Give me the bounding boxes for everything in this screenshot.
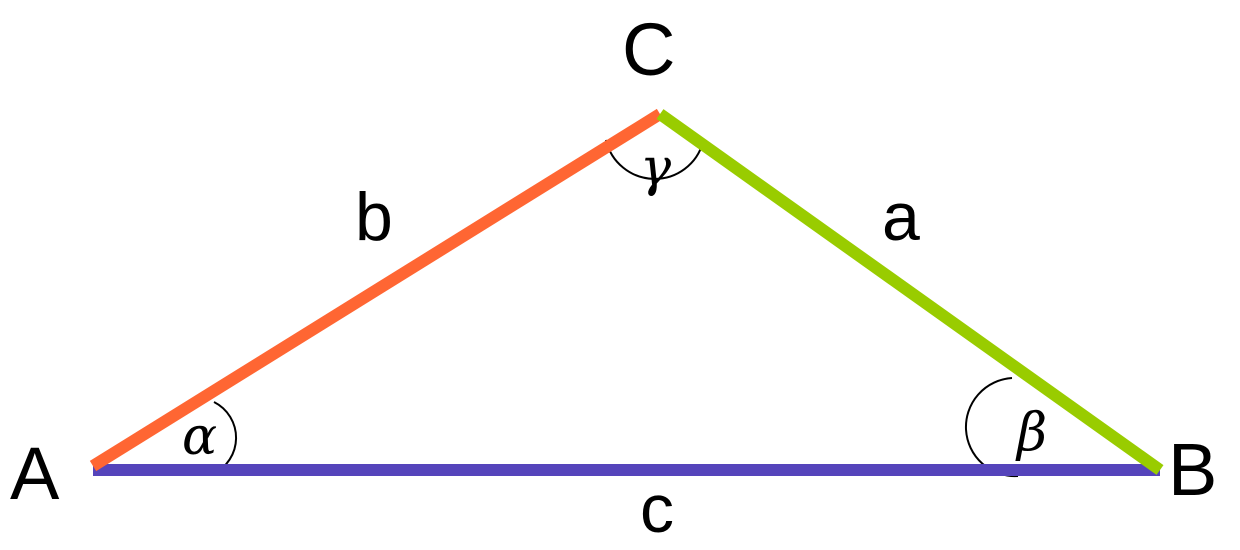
side-label-a: a <box>882 179 920 255</box>
angle-arc-gamma <box>605 139 704 180</box>
angle-arc-beta <box>964 377 1019 478</box>
side-b-line <box>89 108 664 472</box>
side-label-b: b <box>355 179 393 255</box>
vertex-label-c: C <box>622 8 675 91</box>
side-label-c: c <box>640 471 674 547</box>
angle-label-gamma: γ <box>640 138 672 198</box>
side-a-line <box>656 109 1164 475</box>
angle-label-beta: β <box>1015 403 1047 463</box>
angle-label-alpha: α <box>182 407 217 467</box>
vertex-label-a: A <box>10 432 60 515</box>
vertex-label-b: B <box>1168 428 1217 511</box>
